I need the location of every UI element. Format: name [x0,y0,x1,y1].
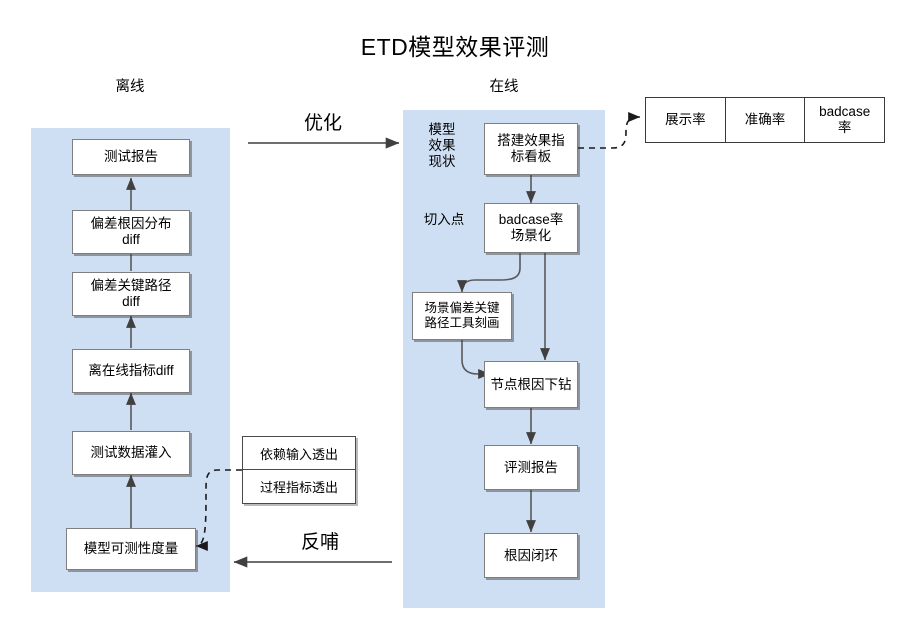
node-test-data-injection[interactable]: 测试数据灌入 [72,431,190,475]
node-test-report[interactable]: 测试报告 [72,139,190,175]
stack-row-process-metric-output[interactable]: 过程指标透出 [259,480,338,495]
stack-row-dependency-input-output[interactable]: 依赖输入透出 [243,437,355,470]
node-label: 测试数据灌入 [90,445,172,461]
node-label: 测试报告 [104,149,158,165]
node-offline-online-metric-diff[interactable]: 离在线指标diff [72,349,190,393]
node-bias-critical-path-diff[interactable]: 偏差关键路径 diff [72,272,190,316]
online-column-header: 在线 [489,79,519,95]
page-title: ETD模型效果评测 [360,34,550,60]
node-label: 场景偏差关键 路径工具刻画 [424,301,500,330]
node-label: 搭建效果指 标看板 [497,133,565,164]
online-label-model-effect-status: 模型 效果 现状 [428,122,456,170]
offline-column-header: 离线 [115,79,145,95]
online-panel [403,110,605,608]
metrics-table: 展示率 准确率 badcase 率 [645,97,885,143]
middle-output-stack: 依赖输入透出 过程指标透出 [242,436,356,504]
node-scenario-bias-critical-path-tool[interactable]: 场景偏差关键 路径工具刻画 [412,292,512,340]
node-label: 评测报告 [504,459,558,475]
node-label: 离在线指标diff [88,363,174,379]
flow-label-optimize: 优化 [303,113,342,134]
node-bias-root-cause-distribution-diff[interactable]: 偏差根因分布 diff [72,210,190,254]
node-node-root-cause-drilldown[interactable]: 节点根因下钻 [484,361,578,408]
online-label-entry-point: 切入点 [423,212,465,227]
node-badcase-rate-scenario[interactable]: badcase率 场景化 [484,203,578,253]
node-model-testability-measure[interactable]: 模型可测性度量 [66,528,196,570]
node-evaluation-report[interactable]: 评测报告 [484,445,578,490]
node-label: 节点根因下钻 [490,376,572,392]
node-root-cause-closed-loop[interactable]: 根因闭环 [484,533,578,578]
node-build-effect-metrics-dashboard[interactable]: 搭建效果指 标看板 [484,123,578,175]
node-label: 根因闭环 [504,547,558,563]
node-label: 偏差关键路径 diff [90,278,172,309]
metrics-cell-accuracy-rate[interactable]: 准确率 [726,98,806,142]
node-label: 模型可测性度量 [83,541,179,557]
node-label: badcase率 场景化 [498,212,564,243]
metrics-cell-display-rate[interactable]: 展示率 [646,98,726,142]
node-label: 偏差根因分布 diff [90,216,172,247]
metrics-cell-badcase-rate[interactable]: badcase 率 [819,104,871,135]
flow-label-feedback: 反哺 [300,532,339,553]
